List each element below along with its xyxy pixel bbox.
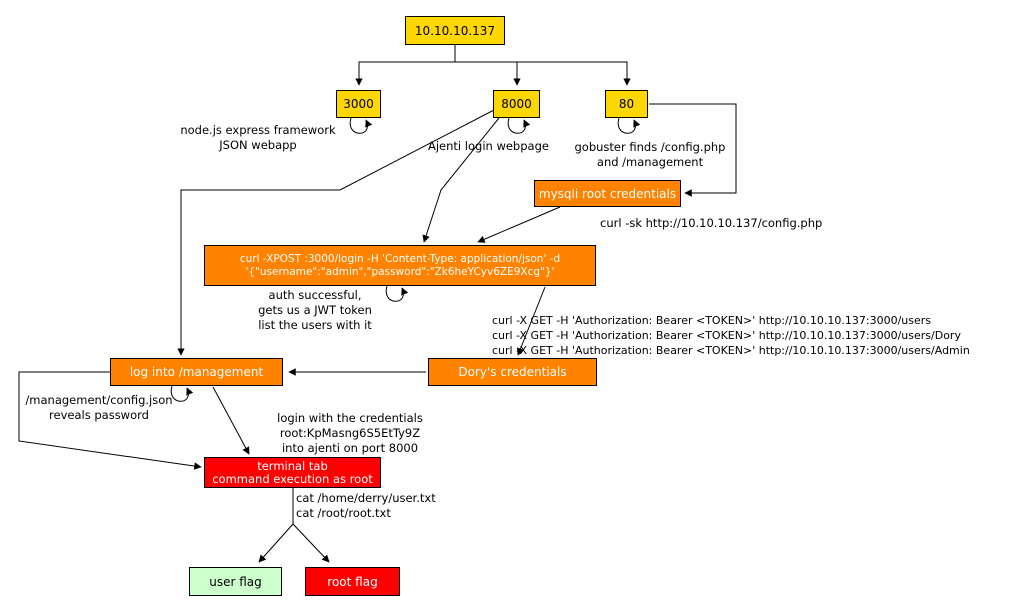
annotation-curl-config-text: curl -sk http://10.10.10.137/config.php [600, 216, 823, 230]
loop-management [170, 385, 194, 402]
annotation-nodejs-line1: node.js express framework [180, 123, 336, 137]
annotation-curl-users: curl -X GET -H 'Authorization: Bearer <T… [492, 313, 970, 358]
node-port-8000: 8000 [493, 90, 540, 118]
node-mysqli-label: mysqli root credentials [538, 186, 677, 201]
annotation-ajenti-login-line3: into ajenti on port 8000 [281, 441, 419, 455]
edge-mysqli-curl [477, 206, 561, 243]
node-user-flag-label: user flag [209, 574, 262, 589]
edge-80-mysqli [649, 103, 737, 197]
node-curl-login: curl -XPOST :3000/login -H 'Content-Type… [204, 245, 596, 286]
annotation-nodejs: node.js express framework JSON webapp [160, 123, 356, 153]
annotation-ajenti-login: login with the credentials root:KpMasng6… [268, 411, 432, 456]
node-root-flag: root flag [305, 567, 400, 596]
annotation-auth: auth successful, gets us a JWT token lis… [245, 288, 385, 333]
edge-ip-80 [454, 45, 631, 86]
annotation-ajenti-text: Ajenti login webpage [428, 139, 549, 153]
node-terminal-line1: terminal tab [257, 458, 328, 473]
annotation-cat-flags-line2: cat /root/root.txt [296, 506, 391, 520]
annotation-nodejs-line2: JSON webapp [219, 138, 297, 152]
loop-curl-login [385, 285, 409, 302]
node-dory-label: Dory's credentials [458, 365, 567, 379]
annotation-curl-users-line3: curl -X GET -H 'Authorization: Bearer <T… [492, 344, 970, 357]
annotation-auth-line1: auth successful, [268, 288, 362, 302]
edge-8000-curl [422, 117, 500, 243]
node-port-8000-label: 8000 [501, 97, 532, 111]
node-dory-credentials: Dory's credentials [428, 358, 597, 386]
edge-terminal-userflag [258, 488, 294, 563]
edge-terminal-rootflag [292, 488, 330, 563]
node-port-80-label: 80 [618, 97, 635, 111]
annotation-curl-users-line2: curl -X GET -H 'Authorization: Bearer <T… [492, 329, 961, 342]
annotation-curl-config: curl -sk http://10.10.10.137/config.php [600, 216, 822, 231]
node-login-management-label: log into /management [129, 365, 264, 379]
annotation-auth-line3: list the users with it [258, 318, 372, 332]
loop-3000 [349, 117, 373, 134]
annotation-config-json: /management/config.json reveals password [18, 393, 180, 423]
annotation-ajenti-login-line2: root:KpMasng6S5EtTy9Z [279, 426, 421, 440]
annotation-ajenti: Ajenti login webpage [428, 139, 549, 154]
edge-curl-dory [517, 286, 546, 356]
annotation-cat-flags-line1: cat /home/derry/user.txt [296, 491, 436, 505]
annotation-curl-users-line1: curl -X GET -H 'Authorization: Bearer <T… [492, 314, 932, 327]
annotation-ajenti-login-line1: login with the credentials [277, 411, 423, 425]
node-ip: 10.10.10.137 [405, 16, 505, 45]
annotation-gobuster-line1: gobuster finds /config.php [574, 140, 726, 154]
annotation-gobuster-line2: and /management [596, 155, 704, 169]
loop-80 [617, 117, 641, 134]
edge-management-terminal [212, 386, 250, 455]
node-port-3000: 3000 [336, 90, 381, 118]
annotation-config-json-line1: /management/config.json [25, 393, 173, 407]
node-curl-login-line1: curl -XPOST :3000/login -H 'Content-Type… [239, 252, 561, 265]
node-root-flag-label: root flag [327, 574, 378, 589]
node-mysqli-credentials: mysqli root credentials [534, 180, 681, 207]
edge-ip-3000 [355, 45, 456, 86]
node-user-flag: user flag [189, 567, 282, 596]
annotation-cat-flags: cat /home/derry/user.txt cat /root/root.… [296, 491, 436, 521]
node-terminal-line2: command execution as root [212, 471, 373, 486]
node-port-80: 80 [605, 90, 648, 118]
node-login-management: log into /management [110, 358, 283, 386]
node-terminal: terminal tab command execution as root [204, 457, 381, 488]
node-curl-login-line2: '{"username":"admin","password":"Zk6heYC… [245, 265, 555, 278]
edge-left-terminal [18, 371, 202, 470]
annotation-gobuster: gobuster finds /config.php and /manageme… [560, 140, 740, 170]
annotation-config-json-line2: reveals password [49, 408, 149, 422]
loop-8000 [507, 117, 531, 134]
node-ip-label: 10.10.10.137 [414, 23, 496, 38]
node-port-3000-label: 3000 [343, 97, 374, 111]
edge-ip-8000 [454, 45, 521, 86]
edge-to-management [177, 109, 495, 356]
annotation-auth-line2: gets us a JWT token [258, 303, 372, 317]
